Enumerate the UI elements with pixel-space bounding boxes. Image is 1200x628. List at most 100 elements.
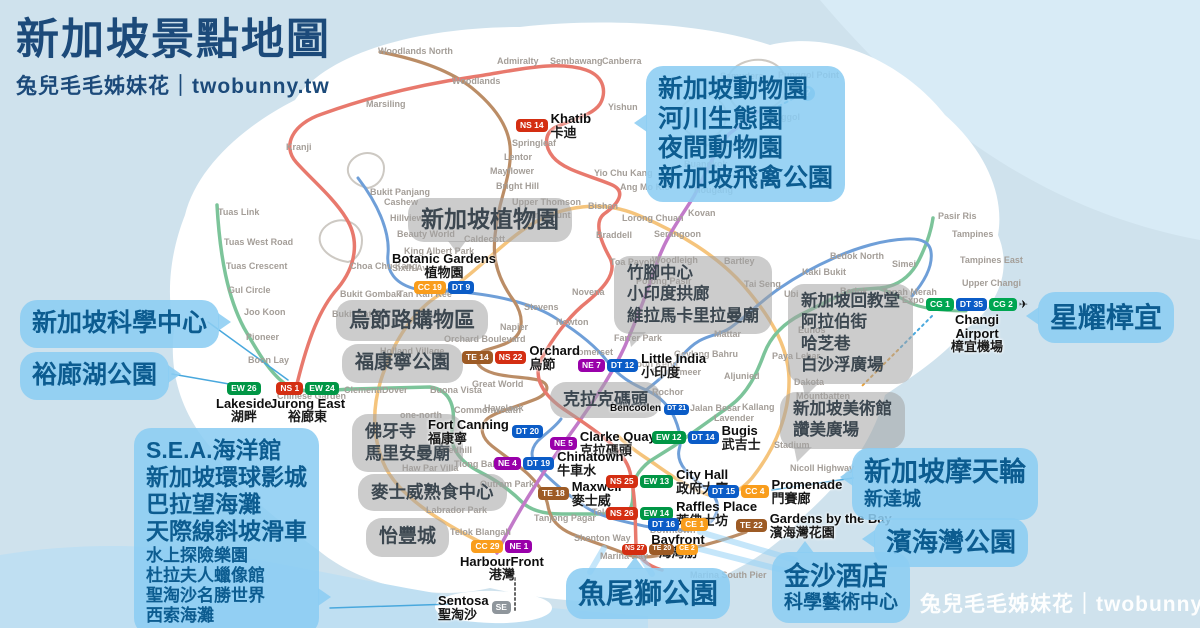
station-label-admiralty: Admiralty (497, 56, 539, 66)
station-name-en: Promenade (771, 477, 843, 492)
station-label-pasir-ris: Pasir Ris (938, 211, 977, 221)
station-label-aljunied: Aljunied (724, 371, 760, 381)
station-label-ang-mo-kio: Ang Mo Kio (620, 182, 670, 192)
station-label-newton: Newton (556, 317, 589, 327)
station-label-somerset: Somerset (572, 347, 614, 357)
callout-line: 西索海灘 (146, 605, 214, 625)
station-name-en: Airport (955, 325, 999, 341)
line-badge-dt: DT 21 (664, 404, 690, 415)
line-badge-se: SE (491, 601, 511, 614)
maxwell-food-box: 麥士威熟食中心 (358, 474, 507, 511)
station-label-marina-south-pier: Marina South Pier (690, 570, 767, 580)
line-badge-ns: NS 25 (606, 475, 638, 488)
station-label-marsiling: Marsiling (366, 99, 406, 109)
station-label-tampines: Tampines (952, 229, 994, 239)
station-badges: EW 26 (227, 382, 261, 395)
station-badges: DT 21 (664, 404, 690, 415)
graybox-line: 新加坡植物園 (421, 206, 559, 232)
line-badge-ns: NS 14 (516, 119, 548, 132)
station-label-nicoll-highway: Nicoll Highway (790, 463, 855, 473)
callout-line: 河川生態園 (658, 104, 784, 133)
station-label-choa-chu-kang: Choa Chu Kang (350, 261, 418, 271)
station-label-orchard-boulevard: Orchard Boulevard (444, 334, 526, 344)
station-name-zh: 福康寧 (428, 430, 468, 446)
station-name-zh: 麥士威 (571, 492, 611, 508)
line-badge-te: TE 14 (462, 351, 493, 364)
changi-dotted-1 (897, 315, 933, 351)
station-label-tan-kah-kee: Tan Kah Kee (398, 289, 452, 299)
line-badge-ns: NS 22 (494, 351, 527, 364)
station-label-commonwealth: Commonwealth (454, 405, 522, 415)
station-name-en: HarbourFront (460, 553, 544, 569)
station-label-woodlands-north: Woodlands North (378, 46, 453, 56)
station-label-novena: Novena (572, 287, 605, 297)
graybox-line: 小印度拱廊 (627, 285, 710, 304)
station-name-en: Khatib (550, 111, 592, 126)
callout-line: 聖淘沙名勝世界 (146, 585, 265, 605)
graybox-line: 烏節路購物區 (349, 309, 475, 332)
line-badge-cg: CG 2 (989, 298, 1017, 311)
station-label-tuas-crescent: Tuas Crescent (226, 261, 288, 271)
station-name-zh: 武吉士 (721, 436, 761, 452)
station-name-en: Bugis (721, 423, 758, 438)
graybox-line: 白沙浮廣場 (801, 356, 884, 375)
station-name-zh: 克拉碼頭 (579, 442, 632, 458)
graybox-line: 維拉馬卡里拉曼廟 (627, 306, 759, 325)
callout-sentosa-attractions: S.E.A.海洋館新加坡環球影城巴拉望海灘天際線斜坡滑車水上探險樂園杜拉夫人蠟像… (134, 428, 331, 628)
station-label-canberra: Canberra (602, 56, 642, 66)
station-name-zh: 裕廊東 (288, 409, 328, 425)
station-label-lavender: Lavender (714, 413, 755, 423)
graybox-line: 福康寧公園 (355, 352, 451, 373)
callout-flyer: 新加坡摩天輪新達城 (840, 448, 1038, 521)
station-label-sixth-avenue: Sixth Avenue (392, 263, 449, 273)
station-label-boon-lay: Boon Lay (248, 355, 290, 365)
line-badge-ew: EW 13 (639, 475, 674, 488)
line-badge-ne: NE 5 (550, 437, 577, 450)
line-badge-ns: NS 27 (622, 544, 648, 555)
line-badge-cg: CG 1 (926, 298, 954, 311)
station-name-zh: 小印度 (641, 364, 681, 380)
callout-marina-bay-park: 濱海灣公園 (861, 518, 1029, 567)
station-label-shenton-way: Shenton Way (574, 533, 631, 543)
station-label-yio-chu-kang: Yio Chu Kang (594, 168, 653, 178)
station-label-bendemeer: Bendemeer (652, 367, 702, 377)
station-label-outram-park: Outram Park (480, 479, 535, 489)
graybox-line: 怡豐城 (379, 526, 437, 547)
station-label-pioneer: Pioneer (246, 332, 280, 342)
line-badge-ew: EW 24 (305, 382, 339, 395)
station-badges: TE 18 (538, 487, 569, 500)
station-badges: NE 5 (550, 437, 577, 450)
station-label-dover: Dover (382, 385, 408, 395)
station-label-tampines-east: Tampines East (960, 255, 1023, 265)
graybox-line: 克拉克碼頭 (563, 390, 648, 409)
sentosa-bubble-link (329, 603, 453, 609)
callout-zoo: 新加坡動物園河川生態園夜間動物園新加坡飛禽公園 (633, 66, 846, 202)
station-label-bishan: Bishan (588, 201, 619, 211)
station-label-bedok-north: Bedok North (830, 251, 884, 261)
station-label-king-albert-park: King Albert Park (404, 246, 475, 256)
station-name-zh: 烏節 (529, 356, 556, 372)
station-badges: SE (491, 601, 511, 614)
station-label-joo-koon: Joo Koon (244, 307, 286, 317)
station-label-simei: Simei (892, 259, 917, 269)
station-label-cashew: Cashew (384, 197, 419, 207)
line-badge-te: TE 20 (649, 544, 675, 555)
line-badge-ew: EW 14 (639, 507, 674, 520)
callout-jurong-lake: 裕廊湖公園 (20, 352, 182, 400)
